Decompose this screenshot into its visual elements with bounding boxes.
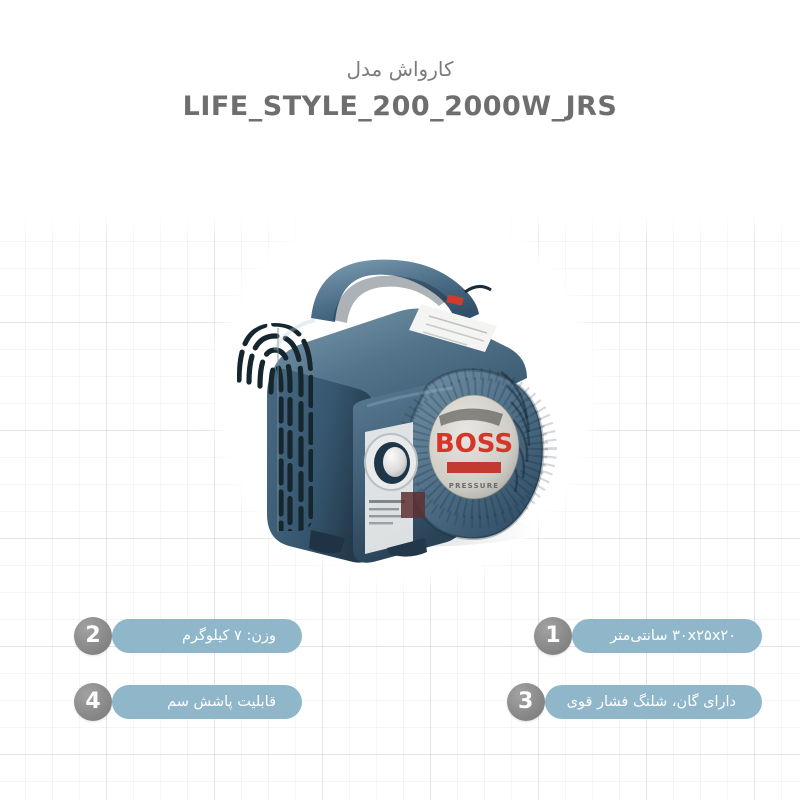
- product-spec-plate-lines: [422, 315, 488, 346]
- product-foot-left: [309, 530, 345, 554]
- feature-label-2: وزن: ۷ کیلوگرم: [112, 619, 302, 653]
- brand-logo-bar: [447, 462, 501, 473]
- product-vent-grille: [237, 323, 313, 531]
- feature-item-3[interactable]: 3 دارای گان، شلنگ فشار قوی: [506, 680, 762, 724]
- feature-item-1[interactable]: 1 ۳۰x۲۵x۲۰ سانتی‌متر: [534, 614, 762, 658]
- feature-badge-3: 3: [506, 683, 545, 721]
- product-left-face: [267, 369, 373, 563]
- feature-badge-4: 4: [74, 683, 112, 721]
- product-handle-inner-shade: [333, 275, 449, 323]
- product-front-red-tag: [401, 492, 425, 518]
- product-model-code: LIFE_STYLE_200_2000W_JRS: [182, 91, 618, 122]
- product-highlight-left: [273, 318, 316, 351]
- feature-item-4[interactable]: 4 قابلیت پاشش سم: [74, 680, 302, 724]
- product-port-bezel-ring: [364, 433, 418, 491]
- product-image-stage: BOSS PRESSURE: [215, 200, 585, 580]
- product-warning-label: [369, 500, 405, 525]
- product-handle: [311, 259, 479, 324]
- feature-label-4: قابلیت پاشش سم: [112, 685, 302, 719]
- product-foot-right: [387, 538, 427, 557]
- page-title-fa: کارواش مدل: [346, 57, 454, 81]
- feature-badge-2: 2: [74, 617, 112, 655]
- feature-label-3: دارای گان، شلنگ فشار قوی: [544, 685, 762, 719]
- product-highlight-front: [366, 386, 454, 408]
- brand-sub-text: PRESSURE: [449, 482, 500, 490]
- product-cord: [464, 285, 492, 294]
- product-power-switch: [446, 294, 464, 306]
- product-brand-disc-ring: [428, 394, 520, 500]
- feature-badge-1: 1: [534, 617, 572, 655]
- feature-label-1: ۳۰x۲۵x۲۰ سانتی‌متر: [572, 619, 762, 653]
- feature-item-2[interactable]: 2 وزن: ۷ کیلوگرم: [74, 614, 302, 658]
- feature-list: 1 ۳۰x۲۵x۲۰ سانتی‌متر 3 دارای گان، شلنگ ف…: [0, 606, 800, 746]
- product-illustration: BOSS PRESSURE: [237, 259, 557, 563]
- header: کارواش مدل LIFE_STYLE_200_2000W_JRS: [0, 54, 800, 127]
- product-brand-disc-swoosh: [439, 408, 503, 426]
- brand-logo-text: BOSS: [435, 429, 513, 459]
- product-port-cap: [383, 447, 407, 477]
